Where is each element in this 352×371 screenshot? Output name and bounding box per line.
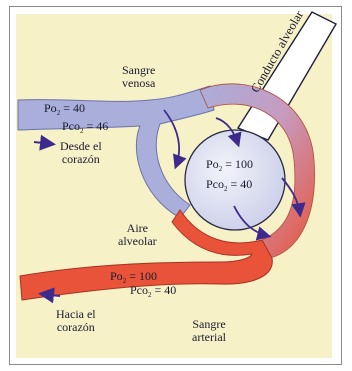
alveolus-po-reading: Po2 = 100 <box>206 158 253 173</box>
alveolus-pco-reading: Pco2 = 40 <box>206 178 252 193</box>
venous-pco-reading: Pco2 = 46 <box>62 120 108 135</box>
arterial-pco-reading: Pco2 = 40 <box>130 284 176 299</box>
venous-po-reading: Po2 = 40 <box>44 102 85 117</box>
